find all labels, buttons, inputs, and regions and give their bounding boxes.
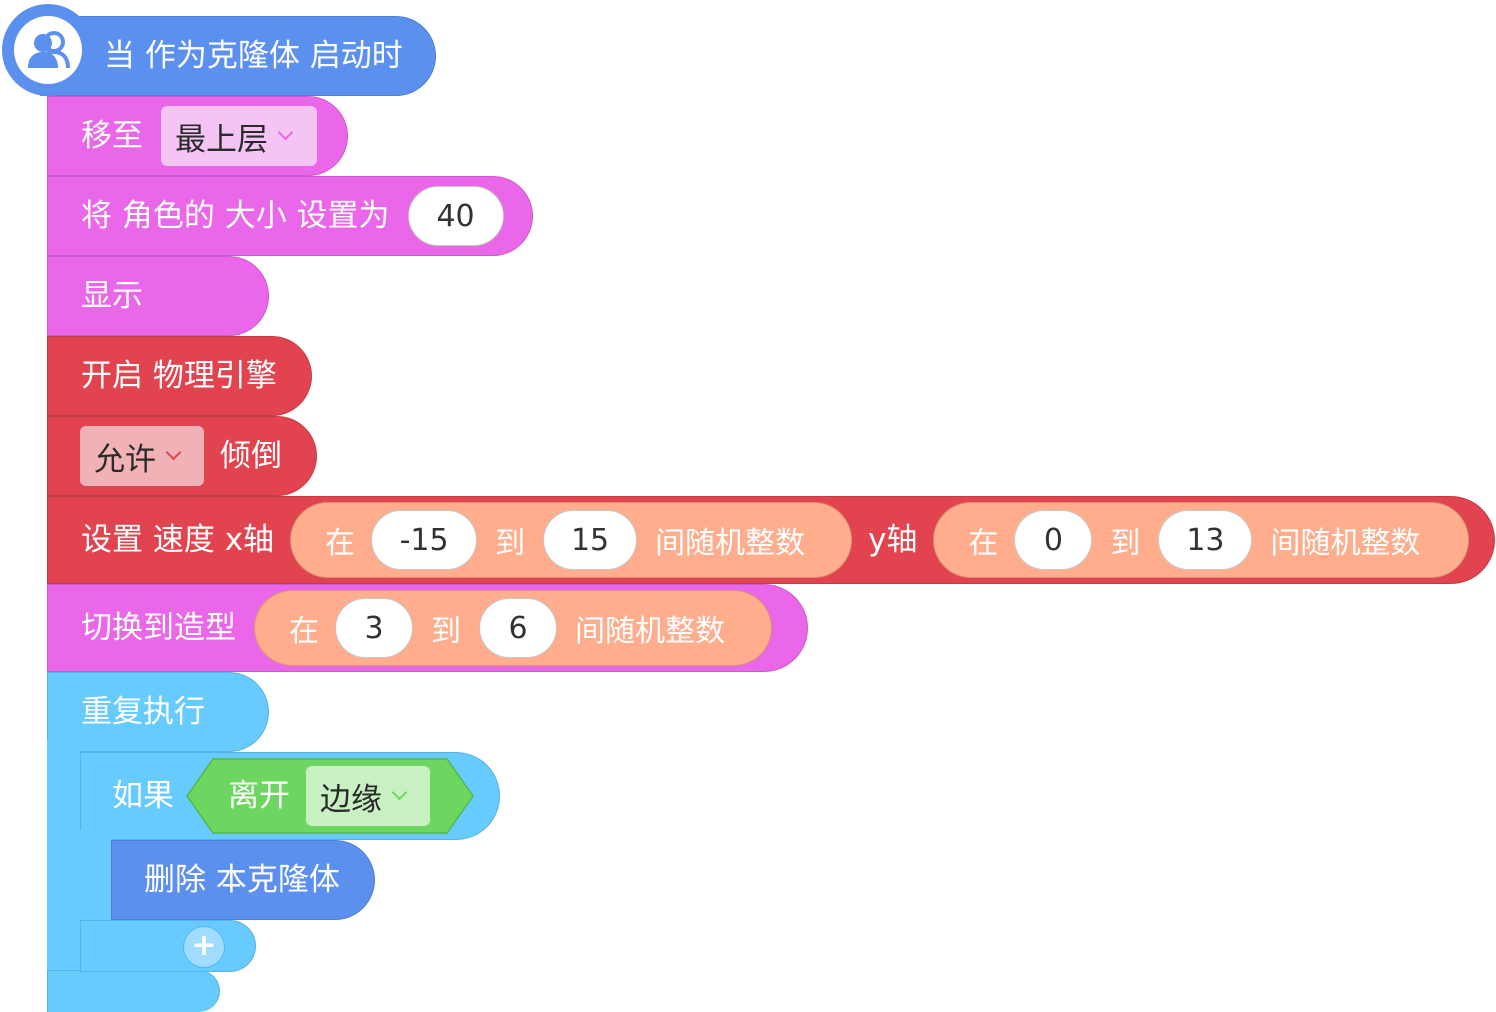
forever-block-foot [47, 970, 220, 1012]
x-random-suffix-label: 间随机整数 [655, 526, 806, 561]
costume-random-max-input[interactable]: 6 [479, 598, 557, 658]
condition-label: 离开 [228, 777, 290, 814]
forever-block[interactable] [47, 672, 269, 752]
x-random-reporter[interactable]: 在 -15 到 15 间随机整数 [290, 502, 853, 578]
show-block[interactable] [47, 256, 269, 336]
layer-dropdown-value: 最上层 [175, 121, 268, 158]
show-label: 显示 [81, 277, 143, 314]
chevron-down-icon [277, 124, 294, 141]
tilt-label: 倾倒 [220, 437, 282, 474]
y-random-max-input[interactable]: 13 [1158, 510, 1253, 570]
set-velocity-label: 设置 速度 x轴 [81, 521, 275, 558]
costume-random-in-label: 在 [289, 614, 319, 649]
chevron-down-icon [165, 444, 182, 461]
costume-random-to-label: 到 [431, 614, 461, 649]
y-random-min-input[interactable]: 0 [1014, 510, 1093, 570]
y-random-in-label: 在 [968, 526, 999, 561]
y-random-reporter[interactable]: 在 0 到 13 间随机整数 [933, 502, 1470, 578]
y-axis-label: y轴 [868, 521, 918, 558]
if-block-foot [80, 920, 256, 972]
move-to-label: 移至 [81, 117, 143, 154]
delete-clone-block[interactable] [111, 840, 375, 920]
enable-physics-label: 开启 物理引擎 [81, 357, 277, 394]
hat-label: 当 作为克隆体 启动时 [104, 37, 403, 74]
tilt-dropdown-value: 允许 [94, 441, 156, 478]
costume-random-suffix-label: 间随机整数 [575, 614, 725, 649]
set-size-label: 将 角色的 大小 设置为 [81, 197, 390, 234]
layer-dropdown[interactable]: 最上层 [161, 106, 317, 166]
delete-clone-label: 删除 本克隆体 [144, 861, 340, 898]
if-label: 如果 [112, 777, 174, 814]
x-random-min-input[interactable]: -15 [371, 510, 478, 570]
costume-random-reporter[interactable]: 在 3 到 6 间随机整数 [254, 590, 772, 666]
forever-label: 重复执行 [81, 693, 205, 730]
edge-dropdown[interactable]: 边缘 [306, 766, 430, 826]
forever-block-arm [47, 740, 81, 1012]
tilt-dropdown[interactable]: 允许 [80, 426, 204, 486]
when-clone-starts-hat-block[interactable] [40, 16, 436, 96]
add-block-button[interactable]: + [183, 926, 225, 968]
chevron-down-icon [391, 784, 408, 801]
size-input[interactable]: 40 [407, 186, 504, 246]
plus-icon: + [191, 928, 217, 963]
edge-dropdown-value: 边缘 [320, 781, 382, 818]
x-random-max-input[interactable]: 15 [543, 510, 638, 570]
y-random-to-label: 到 [1110, 526, 1141, 561]
costume-random-min-input[interactable]: 3 [335, 598, 413, 658]
switch-costume-label: 切换到造型 [81, 609, 236, 646]
user-group-icon [14, 16, 82, 84]
y-random-suffix-label: 间随机整数 [1270, 526, 1421, 561]
enable-physics-block[interactable] [47, 336, 312, 416]
x-random-in-label: 在 [325, 526, 356, 561]
x-random-to-label: 到 [495, 526, 526, 561]
touching-edge-condition[interactable]: 离开 边缘 [186, 758, 474, 834]
